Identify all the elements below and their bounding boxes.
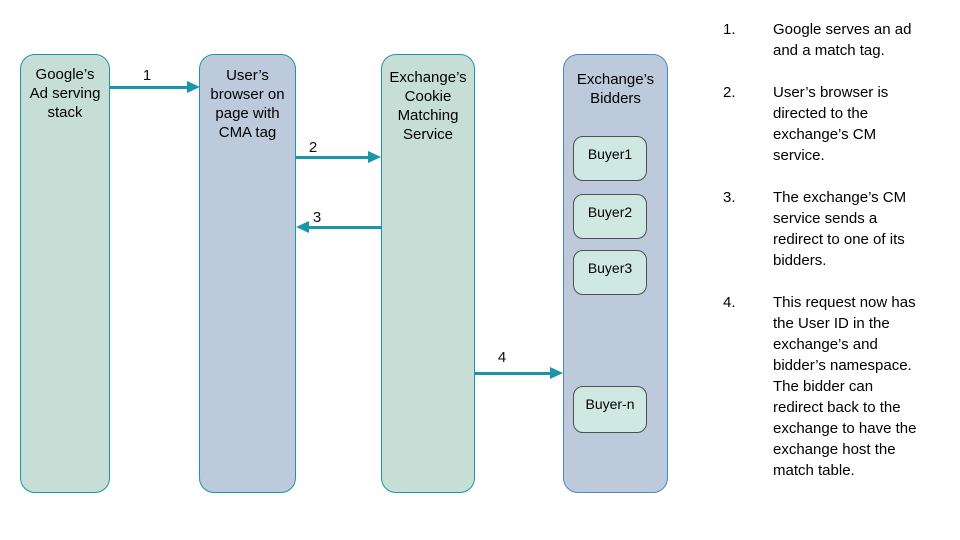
node-cookie-matching-service: Exchange’s Cookie Matching Service [381, 54, 475, 493]
step-item-2: 2. User’s browser is directed to the exc… [723, 82, 958, 166]
arrow-1-line [110, 85, 188, 89]
node-browser-label: User’s browser on page with CMA tag [210, 67, 285, 141]
arrow-1-head-icon [187, 80, 200, 93]
arrow-4-label: 4 [497, 349, 507, 366]
step-item-1: 1. Google serves an ad and a match tag. [723, 19, 958, 61]
step-4-number: 4. [723, 294, 736, 311]
step-1-number: 1. [723, 21, 736, 38]
arrow-2-head-icon [368, 150, 381, 163]
step-item-4: 4. This request now has the User ID in t… [723, 292, 958, 481]
node-user-browser: User’s browser on page with CMA tag [199, 54, 296, 493]
step-2-text: User’s browser is directed to the exchan… [773, 84, 889, 164]
node-bidders-label: Exchange’s Bidders [576, 71, 655, 107]
arrow-3-label: 3 [312, 209, 322, 226]
node-cm-label: Exchange’s Cookie Matching Service [389, 69, 467, 143]
step-2-number: 2. [723, 84, 736, 101]
step-1-text: Google serves an ad and a match tag. [773, 21, 912, 59]
arrow-3-line [309, 225, 381, 229]
step-4-text: This request now has the User ID in the … [773, 294, 917, 479]
arrow-3-head-icon [296, 220, 309, 233]
step-3-text: The exchange’s CM service sends a redire… [773, 189, 907, 269]
steps-list: 1. Google serves an ad and a match tag. … [723, 19, 958, 502]
step-3-number: 3. [723, 189, 736, 206]
step-item-3: 3. The exchange’s CM service sends a red… [723, 187, 958, 271]
node-google-ad-serving-stack: Google’s Ad serving stack [20, 54, 110, 493]
arrow-4-line [475, 371, 551, 375]
buyer-3-box: Buyer3 [573, 250, 647, 295]
buyer-n-box: Buyer-n [573, 386, 647, 433]
arrow-2-label: 2 [308, 139, 318, 156]
node-google-label: Google’s Ad serving stack [29, 66, 101, 121]
buyer-1-box: Buyer1 [573, 136, 647, 181]
arrow-1-label: 1 [142, 67, 152, 84]
arrow-2-line [296, 155, 369, 159]
arrow-4-head-icon [550, 366, 563, 379]
buyer-2-box: Buyer2 [573, 194, 647, 239]
